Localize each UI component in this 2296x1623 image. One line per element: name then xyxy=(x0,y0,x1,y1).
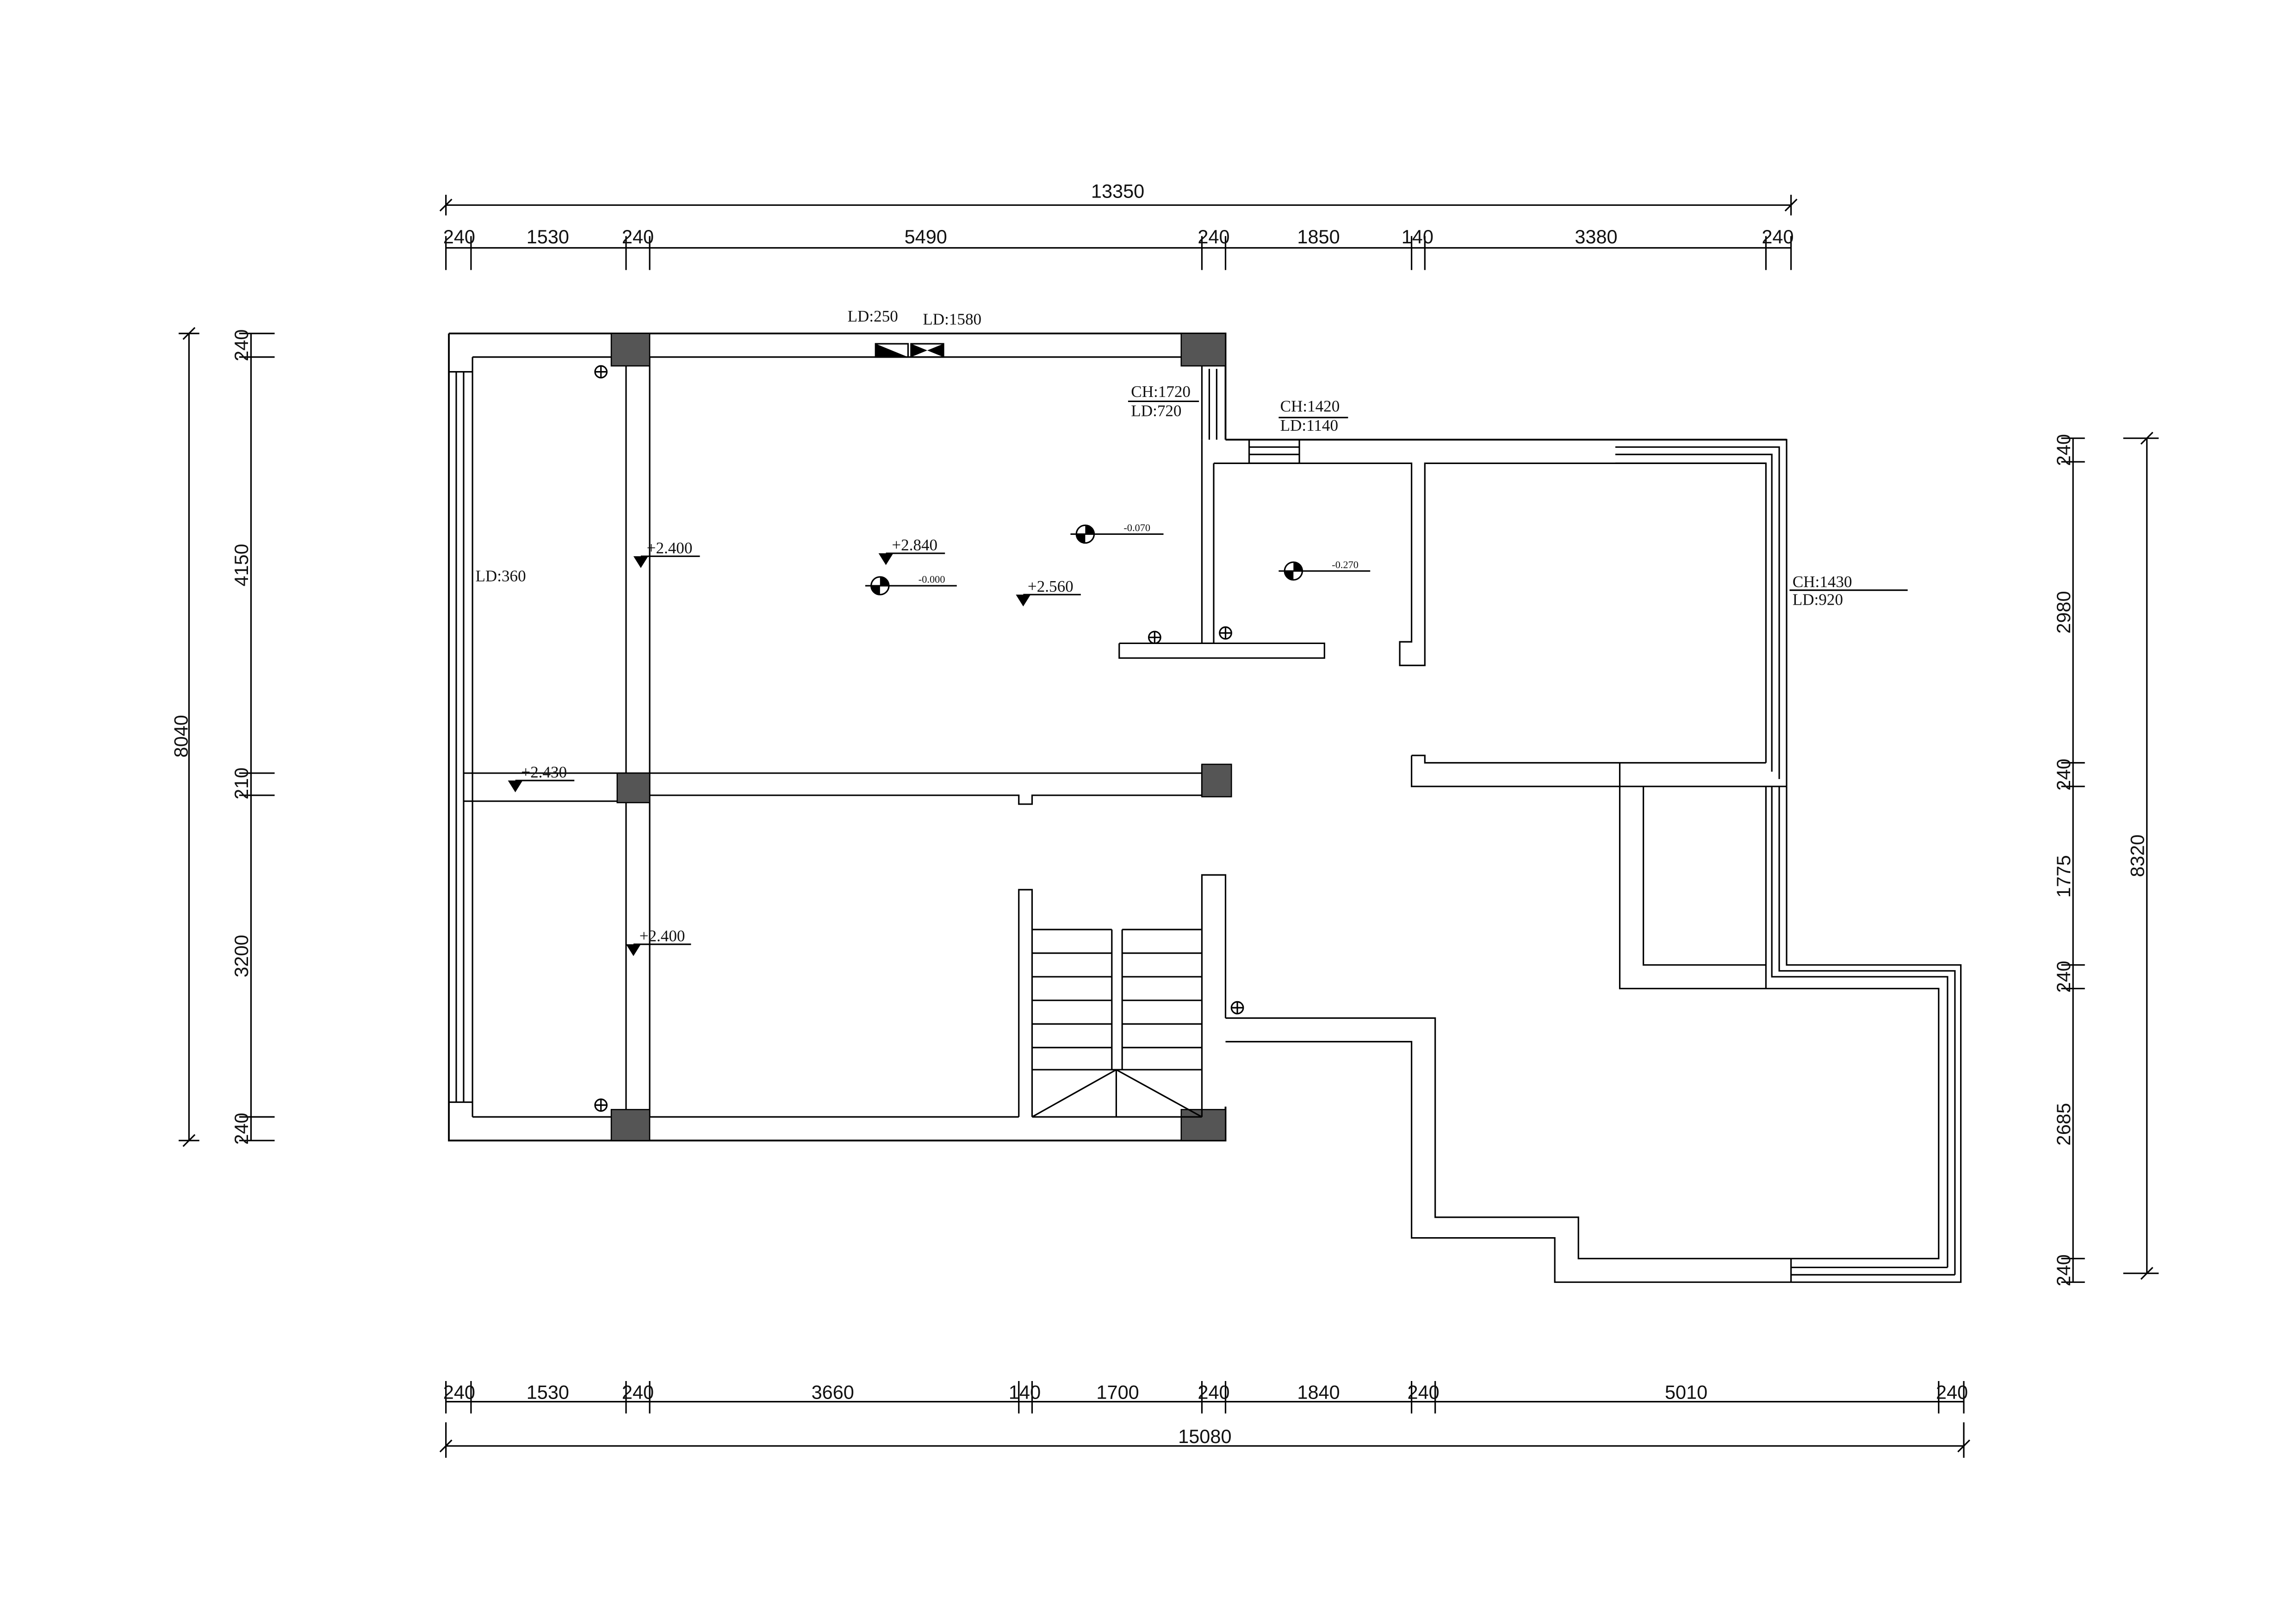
note-ld720: LD:720 xyxy=(1131,402,1181,420)
left-dim-2: 4150 xyxy=(230,544,252,586)
bottom-dim-8: 1840 xyxy=(1297,1381,1340,1403)
floor-level-marker: -0.000 xyxy=(865,574,957,595)
floor-level-marker: -0.070 xyxy=(1070,522,1164,544)
right-dim-7: 240 xyxy=(2053,1254,2074,1286)
note-ld1140: LD:1140 xyxy=(1280,416,1338,434)
level-marker-triangle: +2.430 xyxy=(508,763,575,793)
level-2400-upper: +2.400 xyxy=(647,539,693,557)
right-dim-2: 2980 xyxy=(2053,591,2074,633)
bottom-dim-10: 5010 xyxy=(1665,1381,1707,1403)
right-dimension-chain: 240 2980 240 1775 240 2685 240 8320 xyxy=(2053,432,2159,1286)
note-ch1420: CH:1420 xyxy=(1280,397,1340,415)
left-dim-5: 240 xyxy=(230,1113,252,1145)
bottom-dim-11: 240 xyxy=(1936,1381,1968,1403)
top-dim-6: 1850 xyxy=(1297,226,1340,248)
left-dimension-chain: 8040 240 4150 210 3200 240 xyxy=(170,327,275,1147)
bottom-dim-9: 240 xyxy=(1408,1381,1440,1403)
note-ld250: LD:250 xyxy=(848,307,898,325)
level-0070: -0.070 xyxy=(1123,522,1150,533)
level-2400-lower: +2.400 xyxy=(639,927,685,945)
bottom-dim-6: 1700 xyxy=(1096,1381,1139,1403)
level-markers: +2.400 +2.840 +2.560 +2.430 +2.400 xyxy=(508,522,1371,956)
note-ch1720: CH:1720 xyxy=(1131,383,1191,401)
bottom-dim-1: 240 xyxy=(443,1381,475,1403)
right-dim-1: 240 xyxy=(2053,434,2074,466)
left-dim-3: 210 xyxy=(230,768,252,799)
level-marker-triangle: +2.400 xyxy=(626,927,691,956)
note-ch1430: CH:1430 xyxy=(1793,573,1852,591)
right-overall-dim: 8320 xyxy=(2126,835,2148,877)
bottom-dim-4: 3660 xyxy=(812,1381,854,1403)
walls-right-block xyxy=(1118,439,1962,1283)
note-ld1580: LD:1580 xyxy=(923,310,981,328)
top-dim-4: 5490 xyxy=(905,226,947,248)
level-marker-triangle: +2.560 xyxy=(1016,577,1081,607)
level-0000: -0.000 xyxy=(918,574,945,585)
top-dim-3: 240 xyxy=(622,226,654,248)
level-marker-triangle: +2.840 xyxy=(878,536,945,565)
note-ld360: LD:360 xyxy=(476,567,526,585)
left-overall-dim: 8040 xyxy=(170,715,192,757)
top-dim-7: 140 xyxy=(1402,226,1433,248)
left-dim-1: 240 xyxy=(230,329,252,361)
bottom-dim-5: 140 xyxy=(1009,1381,1041,1403)
top-dim-2: 1530 xyxy=(527,226,569,248)
level-2840: +2.840 xyxy=(892,536,937,554)
top-dimension-chain: 13350 240 1530 240 5490 240 1850 140 338… xyxy=(439,180,1798,270)
bottom-dimension-chain: 240 1530 240 3660 140 1700 240 1840 240 … xyxy=(439,1381,1970,1458)
top-dim-5: 240 xyxy=(1198,226,1229,248)
right-dim-6: 2685 xyxy=(2053,1103,2074,1146)
right-dim-3: 240 xyxy=(2053,759,2074,791)
right-dim-4: 1775 xyxy=(2053,855,2074,898)
left-dim-4: 3200 xyxy=(230,935,252,977)
level-marker-triangle: +2.400 xyxy=(633,539,700,568)
top-dim-8: 3380 xyxy=(1575,226,1617,248)
level-2560: +2.560 xyxy=(1028,577,1074,595)
top-overall-dim: 13350 xyxy=(1091,180,1144,202)
drain-icon xyxy=(594,365,608,379)
annotations: LD:250 LD:1580 CH:1720 LD:720 CH:1420 LD… xyxy=(476,307,1908,609)
drain-icon xyxy=(1219,626,1232,640)
drain-symbols xyxy=(594,365,1244,1112)
bottom-dim-2: 1530 xyxy=(527,1381,569,1403)
drain-icon xyxy=(594,1098,608,1112)
level-0270: -0.270 xyxy=(1332,559,1359,570)
bottom-dim-7: 240 xyxy=(1198,1381,1229,1403)
walls-left-block xyxy=(448,332,1232,1142)
note-ld920: LD:920 xyxy=(1793,591,1843,609)
top-dim-9: 240 xyxy=(1762,226,1793,248)
drain-icon xyxy=(1148,631,1161,644)
staircase xyxy=(1018,874,1227,1118)
drain-icon xyxy=(1230,1001,1244,1015)
bottom-dim-3: 240 xyxy=(622,1381,654,1403)
floor-level-marker: -0.270 xyxy=(1278,559,1371,581)
level-2430: +2.430 xyxy=(521,763,567,781)
bottom-overall-dim: 15080 xyxy=(1178,1425,1231,1447)
top-dim-1: 240 xyxy=(443,226,475,248)
right-dim-5: 240 xyxy=(2053,961,2074,993)
